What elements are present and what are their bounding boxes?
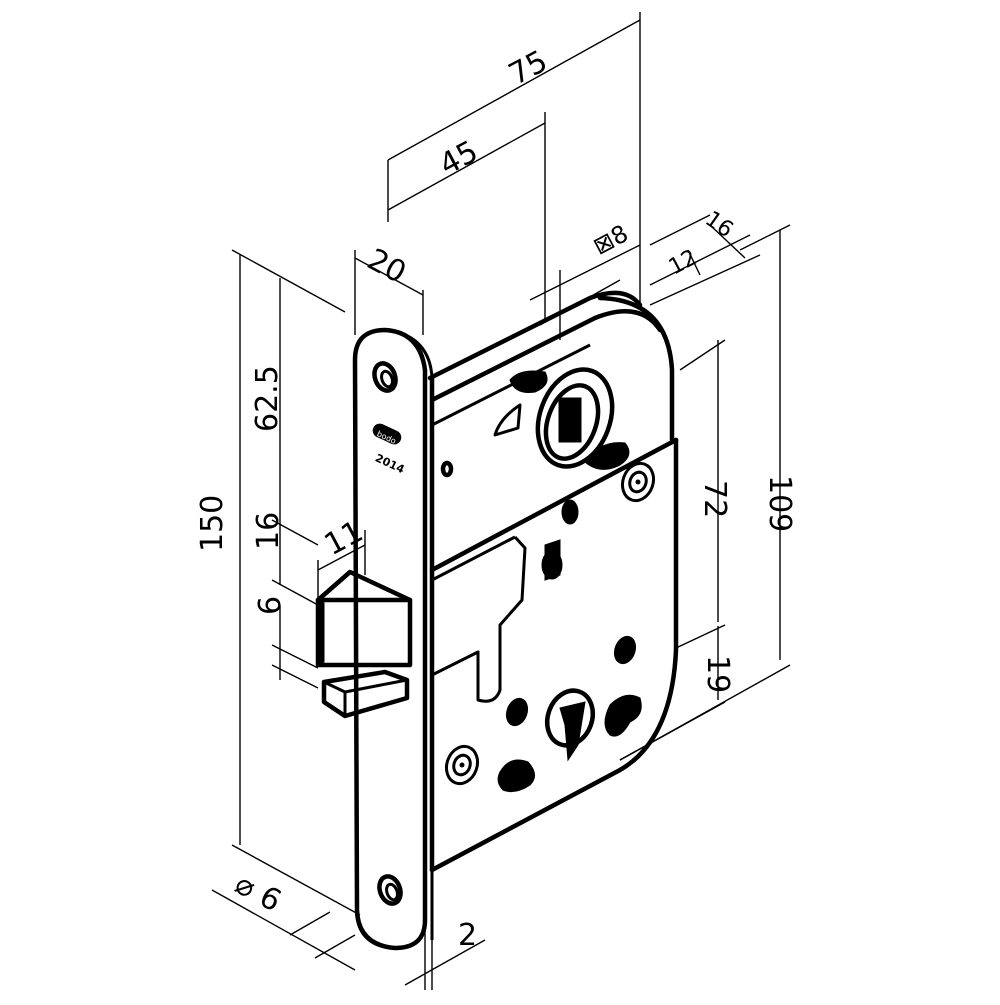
dim-latch-projection: 11 xyxy=(319,514,369,563)
case-holes xyxy=(497,499,642,793)
dim-spindle-to-keyhole: 72 xyxy=(697,480,732,518)
spindle-hub xyxy=(440,367,630,478)
dimension-lines xyxy=(211,12,791,990)
latch-bolt xyxy=(315,569,413,719)
dim-body-depth-outer: 16 xyxy=(700,207,737,244)
dim-body-height: 109 xyxy=(762,475,797,532)
dim-top-to-spindle: 62.5 xyxy=(250,365,285,432)
dim-keyhole-to-bottom: 19 xyxy=(700,655,735,693)
dim-overall-width: 75 xyxy=(503,44,553,93)
screw-boss-upper xyxy=(620,461,656,503)
faceplate: bodo 2014 xyxy=(352,327,434,951)
product-code: 2014 xyxy=(373,451,407,476)
keyhole xyxy=(544,688,596,762)
lock-case xyxy=(427,290,679,873)
dim-spindle-square: ⊠8 xyxy=(588,219,632,260)
dim-latch-height: 16 xyxy=(251,512,286,550)
dim-backset: 45 xyxy=(434,134,484,183)
dim-faceplate-width: 20 xyxy=(362,242,412,291)
screw-boss-lower xyxy=(444,744,480,786)
dim-faceplate-thickness: 2 xyxy=(458,918,477,953)
dim-latch-gap: 6 xyxy=(253,596,288,615)
brand-logo xyxy=(372,423,402,445)
dimension-labels: 75 45 ⊠8 16 12 20 150 62.5 16 11 6 72 19… xyxy=(195,44,797,953)
dim-faceplate-height: 150 xyxy=(195,495,230,552)
dim-screw-hole-diameter: ⌀ 6 xyxy=(229,866,287,919)
